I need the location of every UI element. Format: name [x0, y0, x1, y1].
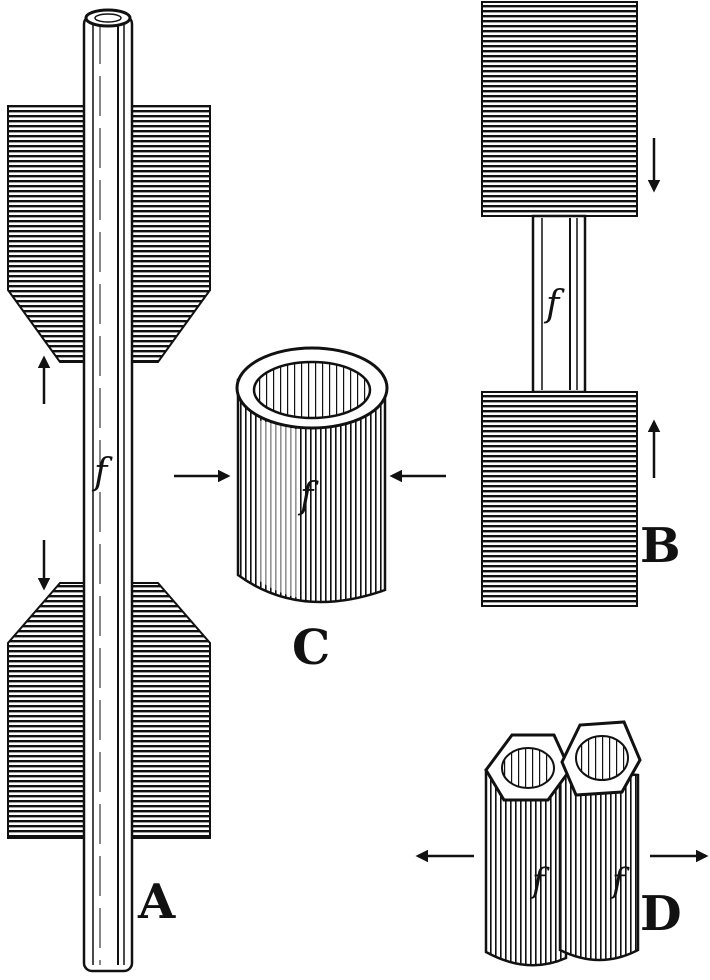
figure-d: f f D	[415, 720, 709, 967]
figure-letter-b: B	[640, 518, 681, 574]
figure-a: f A	[7, 8, 211, 973]
tube-right-body-d	[558, 768, 640, 962]
tube-right-opening-d	[575, 735, 629, 781]
figure-letter-d: D	[640, 886, 682, 942]
lower-block-b	[481, 391, 638, 607]
fiber-rod-b	[531, 214, 587, 394]
tube-left-body-d	[484, 768, 568, 967]
upper-block-b	[481, 1, 638, 217]
tube-opening-c	[252, 360, 372, 420]
figure-c: f C	[174, 346, 446, 676]
figure-letter-a: A	[137, 874, 176, 930]
figure-letter-c: C	[292, 620, 330, 676]
fiber-rod-a	[82, 8, 134, 973]
tube-front-highlight-c	[258, 420, 300, 598]
tube-left-opening-d	[501, 747, 555, 789]
figure-b: f B	[481, 1, 681, 607]
